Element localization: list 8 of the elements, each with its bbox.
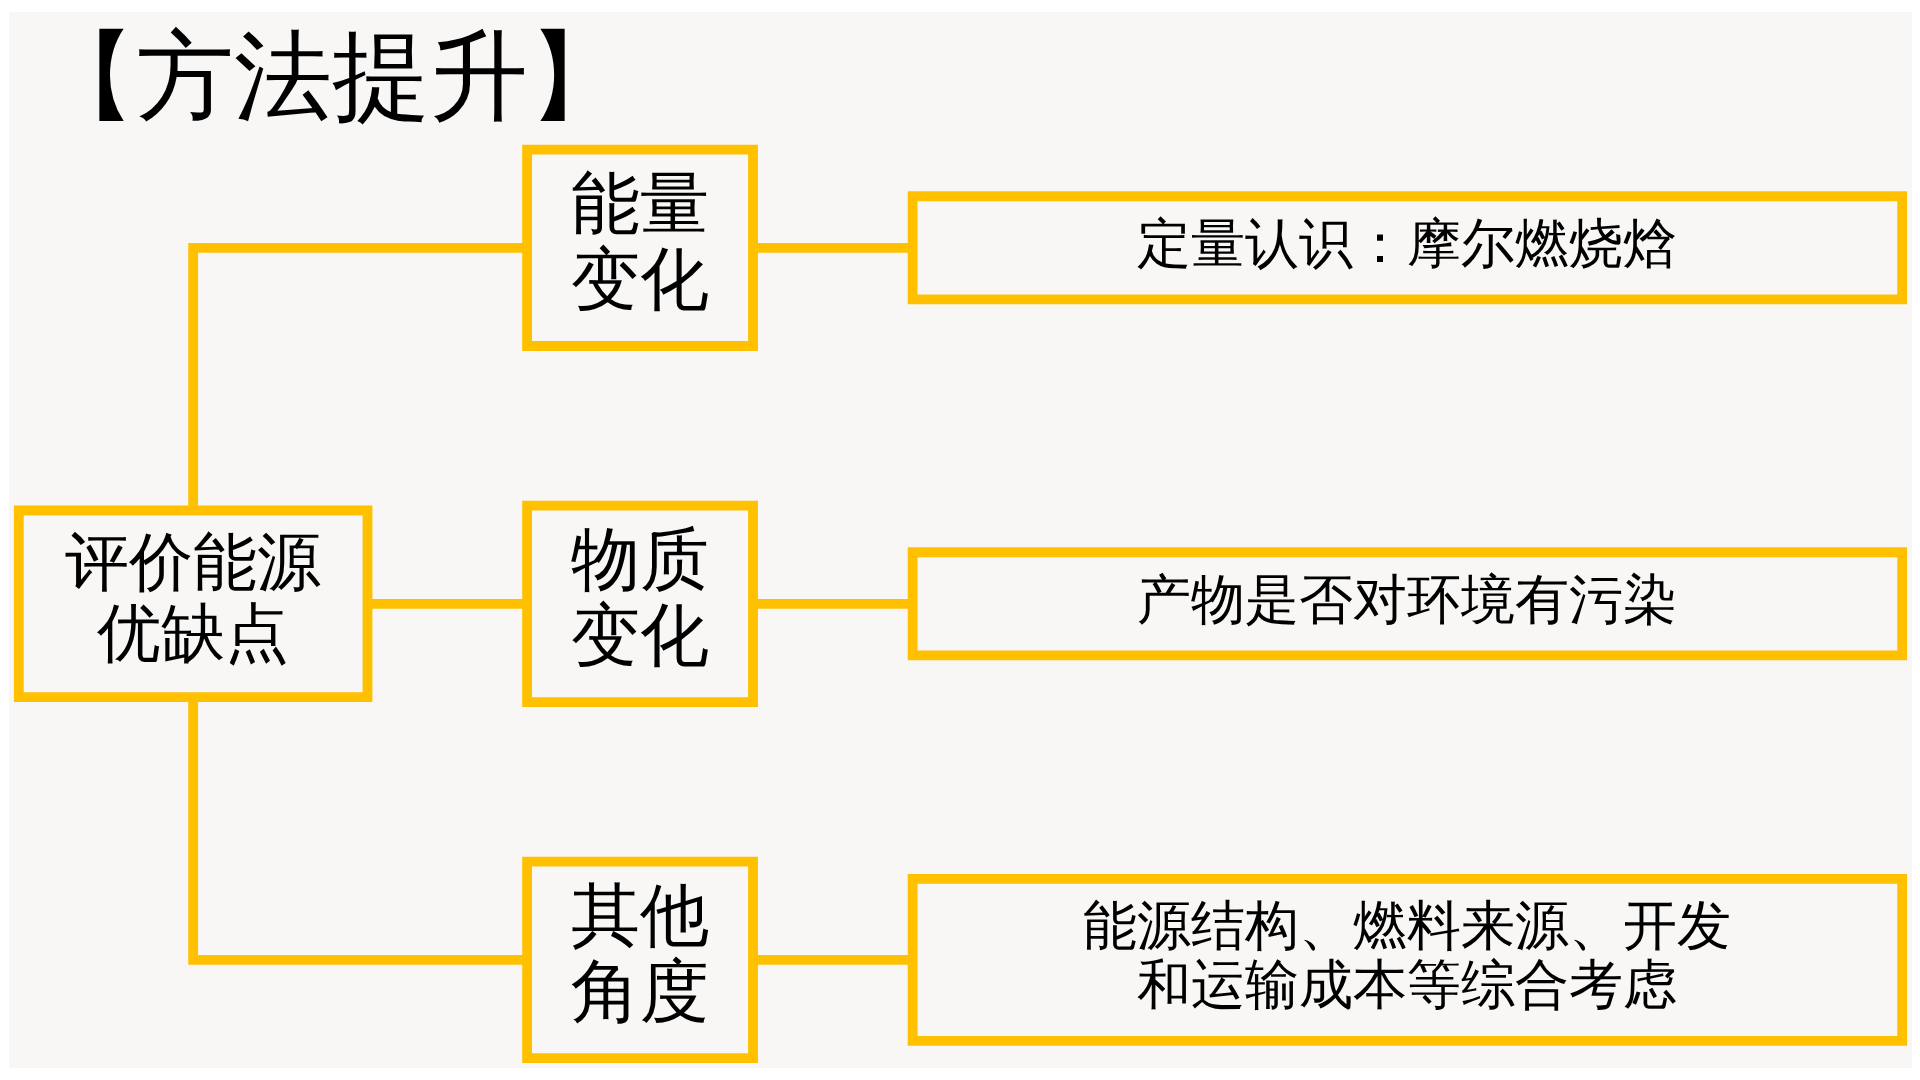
node-box: 能量变化 [521,144,758,351]
node-box: 其他角度 [521,856,758,1063]
node-box: 产物是否对环境有污染 [907,547,1907,661]
node-box: 评价能源优缺点 [13,505,372,703]
diagram-title: 【方法提升】 [37,19,626,134]
node-box: 定量认识：摩尔燃烧焓 [907,191,1907,305]
node-box: 能源结构、燃料来源、开发和运输成本等综合考虑 [907,873,1907,1046]
node-box: 物质变化 [521,500,758,707]
